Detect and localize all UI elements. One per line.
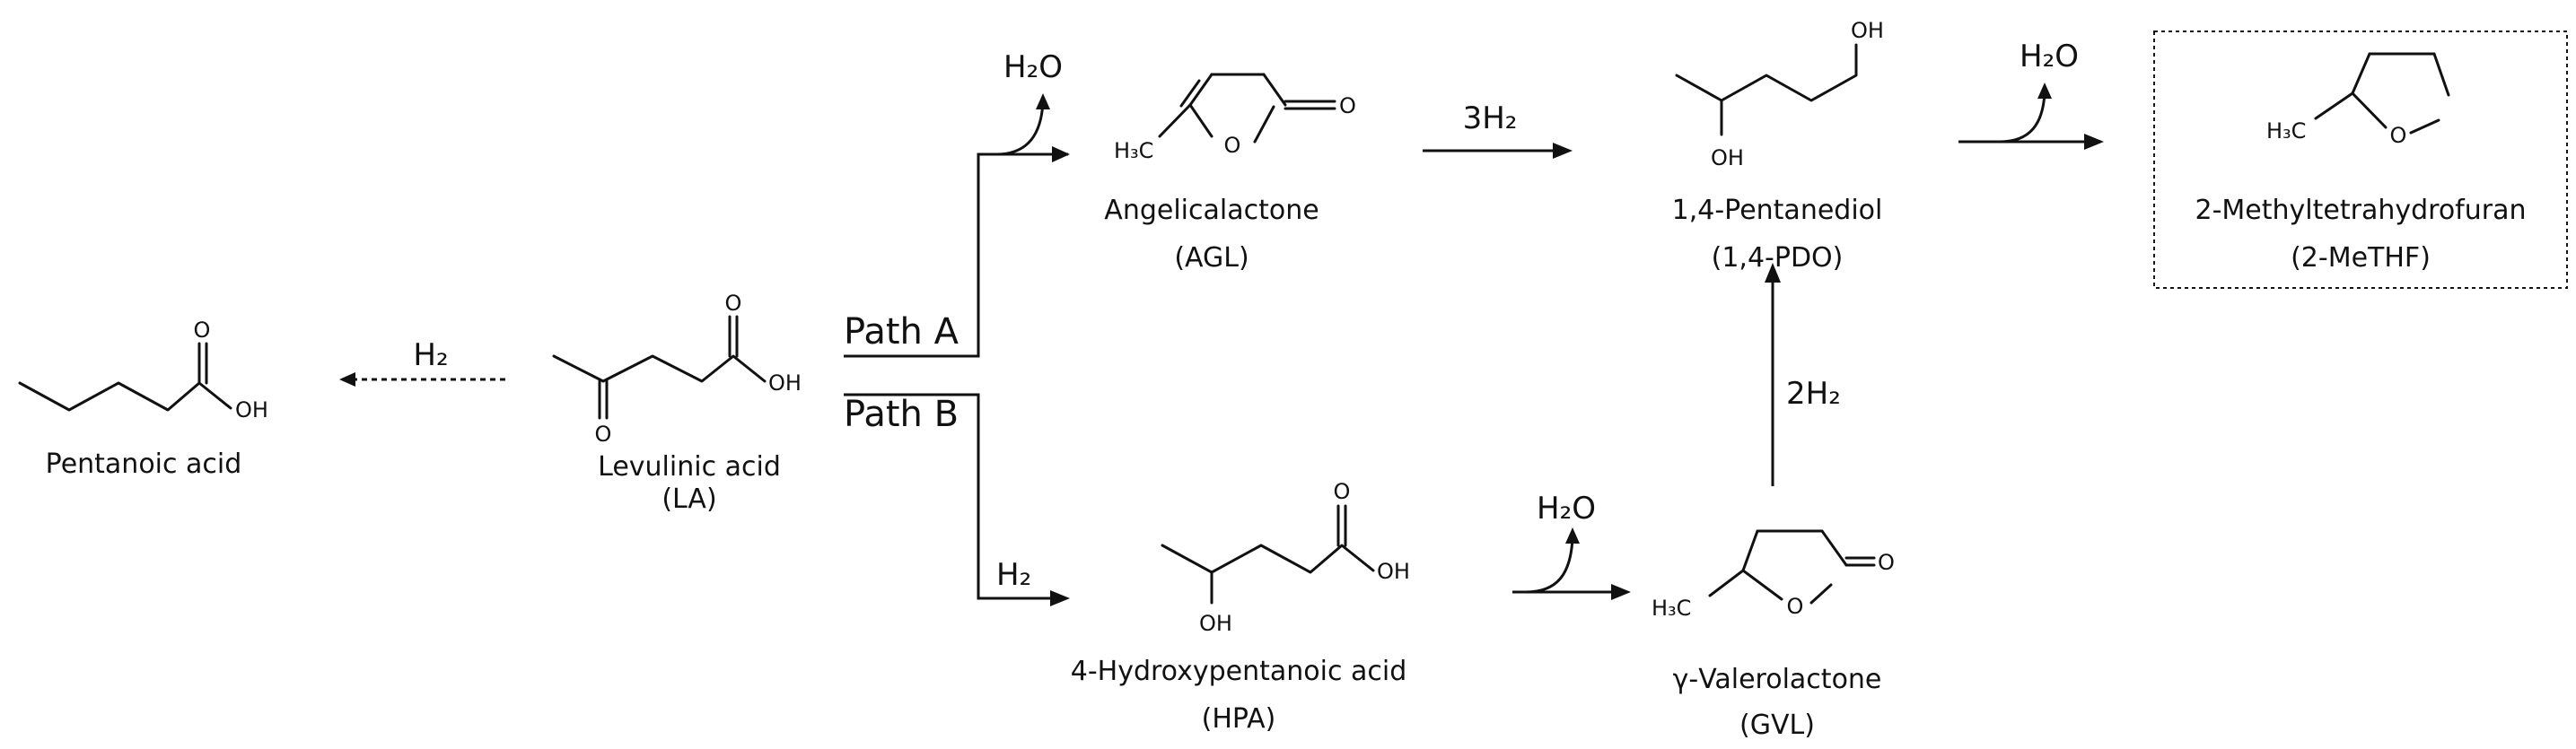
- hpa-structure: O OH OH: [1161, 479, 1410, 636]
- product-highlight-box: [2153, 30, 2568, 289]
- h2o-byproduct-path-a: H₂O: [1003, 49, 1063, 85]
- methf-abbr: (2-MeTHF): [2291, 242, 2431, 274]
- gvl-structure: O O H₃C: [1652, 529, 1895, 621]
- angelicalactone-abbr: (AGL): [1174, 242, 1249, 274]
- methf-ring-o-label: O: [2390, 123, 2407, 148]
- h2o-byproduct-hpa: H₂O: [1537, 491, 1596, 527]
- levulinic-acid-name: Levulinic acid: [598, 451, 781, 483]
- path-b-label: Path B: [844, 394, 959, 435]
- h2-reagent-path-b: H₂: [996, 557, 1031, 593]
- pentanediol-name: 1,4-Pentanediol: [1672, 195, 1883, 226]
- pentanediol-abbr: (1,4-PDO): [1712, 242, 1844, 274]
- agl-carbonyl-o-label: O: [1339, 93, 1356, 118]
- gvl-ring-o-label: O: [1787, 594, 1804, 619]
- agl-methyl-label: H₃C: [1114, 138, 1153, 163]
- path-a-label: Path A: [844, 311, 959, 353]
- pentanoic-acid-structure: O OH: [18, 318, 268, 422]
- arrow-la-to-pentanoic: [339, 372, 505, 387]
- gvl-abbr: (GVL): [1739, 710, 1815, 741]
- h2-reagent-to-pentanoic: H₂: [413, 337, 448, 373]
- arrow-path-b: [844, 393, 1070, 606]
- hpa-hydroxyl-oh-label: OH: [1199, 611, 1232, 636]
- la-carbonyl-o-label: O: [725, 291, 742, 316]
- angelicalactone-structure: O O H₃C: [1114, 73, 1356, 163]
- hpa-name: 4-Hydroxypentanoic acid: [1071, 656, 1407, 687]
- hpa-abbr: (HPA): [1202, 703, 1276, 735]
- pentanoic-carbonyl-o-label: O: [194, 318, 211, 343]
- methf-name: 2-Methyltetrahydrofuran: [2195, 195, 2527, 226]
- 3h2-reagent: 3H₂: [1463, 100, 1518, 136]
- pdo-secondary-oh-label: OH: [1711, 145, 1744, 170]
- angelicalactone-name: Angelicalactone: [1104, 195, 1319, 226]
- pentanoic-oh-label: OH: [235, 397, 268, 422]
- la-oh-label: OH: [768, 370, 802, 396]
- methf-structure: O H₃C: [2266, 52, 2450, 148]
- levulinic-acid-abbr: (LA): [662, 483, 716, 515]
- la-ketone-o-label: O: [595, 422, 612, 447]
- gvl-methyl-label: H₃C: [1652, 596, 1691, 621]
- arrow-gvl-to-pdo: [1765, 263, 1781, 486]
- gvl-carbonyl-o-label: O: [1878, 550, 1895, 575]
- methf-methyl-label: H₃C: [2266, 118, 2306, 144]
- arrow-pdo-to-methf: [1958, 83, 2104, 150]
- arrow-hpa-to-gvl: [1512, 527, 1631, 600]
- hpa-carbonyl-o-label: O: [1334, 479, 1351, 504]
- hpa-acid-oh-label: OH: [1377, 559, 1410, 584]
- arrow-agl-to-pdo: [1423, 143, 1573, 159]
- pentanoic-acid-name: Pentanoic acid: [46, 449, 242, 480]
- 2h2-reagent: 2H₂: [1786, 376, 1841, 412]
- pdo-terminal-oh-label: OH: [1851, 18, 1884, 43]
- pentanediol-structure: OH OH: [1675, 18, 1884, 170]
- levulinic-acid-structure: O O OH: [552, 291, 802, 447]
- gvl-name: γ-Valerolactone: [1673, 664, 1882, 695]
- arrow-path-a: [844, 93, 1070, 358]
- agl-ring-o-label: O: [1224, 133, 1241, 158]
- h2o-byproduct-pdo: H₂O: [2020, 39, 2079, 74]
